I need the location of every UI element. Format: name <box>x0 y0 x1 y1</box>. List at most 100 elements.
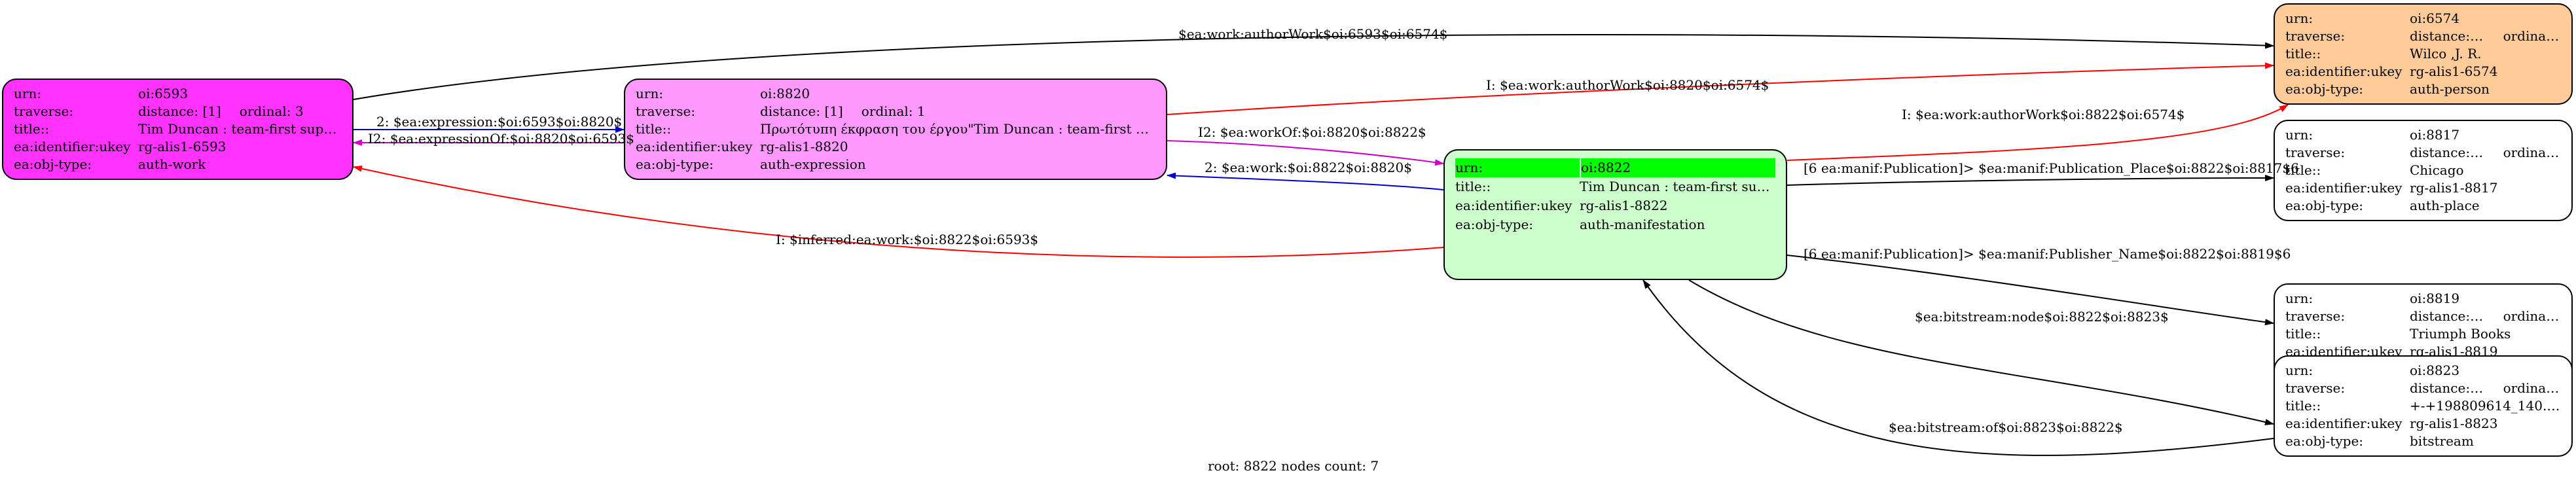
edge-8822-to-6574 <box>1787 104 2289 161</box>
field-label-title: title:: <box>2285 398 2321 414</box>
edge-label-expression-6593-8820: 2: $ea:expression:$oi:6593$oi:8820$ <box>376 114 623 130</box>
node-traverse: distance: [1] <box>760 103 843 119</box>
node-objtype: auth-person <box>2410 81 2490 97</box>
node-traverse: distance: [1] <box>2410 145 2485 160</box>
edge-8822-to-8817 <box>1787 175 2274 186</box>
field-label-objtype: ea:obj-type: <box>1455 217 1534 232</box>
edge-label-publisher-name: [6 ea:manif:Publication]> $ea:manif:Publ… <box>1804 246 2291 262</box>
field-label-traverse: traverse: <box>2285 28 2346 44</box>
node-title: +-+198809614_140.jpeg <box>2410 398 2561 414</box>
field-label-ukey: ea:identifier:ukey <box>2285 416 2403 431</box>
edge-label-authorwork-8820-6574: I: $ea:work:authorWork$oi:8820$oi:6574$ <box>1486 77 1769 93</box>
node-title: Tim Duncan : team-first superstar <box>138 121 342 137</box>
field-label-traverse: traverse: <box>2285 308 2346 324</box>
node-traverse: distance: [1] <box>138 103 221 119</box>
field-label-title: title:: <box>2285 46 2321 62</box>
node-urn: oi:8820 <box>760 86 810 101</box>
field-label-traverse: traverse: <box>14 103 74 119</box>
node-urn: oi:8817 <box>2410 127 2460 143</box>
node-ordinal: ordinal: 2 <box>2503 380 2561 396</box>
node-urn: oi:8823 <box>2410 363 2460 378</box>
node-ukey: rg-alis1-8820 <box>760 139 848 154</box>
node-title: Wilco ,J. R. <box>2410 46 2482 62</box>
edge-8822-to-8819 <box>1787 255 2274 326</box>
node-objtype: auth-work <box>138 156 206 172</box>
node-title: Tim Duncan : team-first superstar <box>1580 179 1775 194</box>
field-label-objtype: ea:obj-type: <box>2285 198 2364 213</box>
field-label-traverse: traverse: <box>2285 380 2346 396</box>
field-label-title: title:: <box>636 121 672 137</box>
field-label-objtype: ea:obj-type: <box>2285 81 2364 97</box>
node-ukey: rg-alis1-8822 <box>1580 198 1668 213</box>
node-oi-6593[interactable]: urn: oi:6593 traverse: distance: [1] ordina… <box>2 79 354 180</box>
node-objtype: bitstream <box>2410 433 2474 449</box>
node-urn: oi:8822 <box>1581 158 1775 177</box>
node-oi-8817[interactable]: urn: oi:8817 traverse: distance: [1] ordina… <box>2274 120 2573 221</box>
field-label-objtype: ea:obj-type: <box>2285 433 2364 449</box>
node-ordinal: ordinal: 4 <box>2503 28 2561 44</box>
edge-8820-to-6574 <box>1167 62 2274 115</box>
node-ukey: rg-alis1-6593 <box>138 139 227 154</box>
field-label-objtype: ea:obj-type: <box>636 156 714 172</box>
field-label-ukey: ea:identifier:ukey <box>2285 63 2403 79</box>
edge-8820-to-8822 <box>1167 140 1444 166</box>
field-label-urn: urn: <box>2285 291 2313 306</box>
field-label-urn: urn: <box>1455 158 1581 177</box>
edge-8823-to-8822 <box>1642 279 2274 456</box>
node-urn: oi:8819 <box>2410 291 2460 306</box>
field-label-traverse: traverse: <box>2285 145 2346 160</box>
edge-label-inferred-8822-6593: I: $inferred:ea:work:$oi:8822$oi:6593$ <box>776 232 1039 247</box>
field-label-objtype: ea:obj-type: <box>14 156 92 172</box>
field-label-title: title:: <box>2285 326 2321 342</box>
field-label-ukey: ea:identifier:ukey <box>1455 198 1572 213</box>
field-label-urn: urn: <box>2285 10 2313 26</box>
edge-label-bitstream-node: $ea:bitstream:node$oi:8822$oi:8823$ <box>1915 309 2169 325</box>
node-urn: oi:6593 <box>138 86 189 101</box>
edge-label-bitstream-of: $ea:bitstream:of$oi:8823$oi:8822$ <box>1889 419 2123 435</box>
field-label-title: title:: <box>2285 162 2321 178</box>
field-label-traverse: traverse: <box>636 103 696 119</box>
node-ukey: rg-alis1-8817 <box>2410 180 2498 196</box>
field-label-urn: urn: <box>636 86 664 101</box>
node-traverse: distance: [1] <box>2410 28 2485 44</box>
node-objtype: auth-manifestation <box>1580 217 1705 232</box>
edge-8822-to-6593 <box>353 165 1444 258</box>
node-oi-8820[interactable]: urn: oi:8820 traverse: distance: [1] ordina… <box>624 79 1167 180</box>
node-title: Triumph Books <box>2410 326 2511 342</box>
node-ukey: rg-alis1-6574 <box>2410 63 2498 79</box>
edge-label-expressionof-8820-6593: I2: $ea:expressionOf:$oi:8820$oi:6593$ <box>368 131 634 147</box>
edge-label-authorwork-6593-6574: $ea:work:authorWork$oi:6593$oi:6574$ <box>1178 26 1448 42</box>
node-title: Chicago <box>2410 162 2464 178</box>
node-ordinal: ordinal: 3 <box>239 103 304 119</box>
field-label-ukey: ea:identifier:ukey <box>2285 180 2403 196</box>
graph-footer-root-count: root: 8822 nodes count: 7 <box>1208 458 1379 474</box>
edge-8822-to-8820 <box>1167 172 1444 190</box>
node-ukey: rg-alis1-8823 <box>2410 416 2498 431</box>
edge-label-work-8822-8820: 2: $ea:work:$oi:8822$oi:8820$ <box>1205 160 1412 175</box>
field-label-urn: urn: <box>2285 363 2313 378</box>
edge-label-authorwork-8822-6574: I: $ea:work:authorWork$oi:8822$oi:6574$ <box>1902 107 2185 122</box>
field-label-ukey: ea:identifier:ukey <box>636 139 753 154</box>
node-objtype: auth-expression <box>760 156 866 172</box>
node-oi-6574[interactable]: urn: oi:6574 traverse: distance: [1] ordina… <box>2274 3 2573 105</box>
node-ordinal: ordinal: 5 <box>2503 145 2561 160</box>
field-label-title: title:: <box>14 121 50 137</box>
node-title: Πρωτότυπη έκφραση του έργου"Tim Duncan :… <box>760 121 1153 137</box>
node-oi-8823[interactable]: urn: oi:8823 traverse: distance: [1] ordina… <box>2274 355 2573 457</box>
node-ordinal: ordinal: 6 <box>2503 308 2561 324</box>
field-label-ukey: ea:identifier:ukey <box>14 139 131 154</box>
field-label-urn: urn: <box>14 86 42 101</box>
node-objtype: auth-place <box>2410 198 2480 213</box>
edge-label-publication-place: [6 ea:manif:Publication]> $ea:manif:Publ… <box>1804 160 2299 176</box>
field-label-urn: urn: <box>2285 127 2313 143</box>
edge-6593-to-6574 <box>353 34 2274 100</box>
node-oi-8822-root[interactable]: urn:oi:8822 title::Tim Duncan : team-fir… <box>1443 149 1787 280</box>
edge-8822-to-8823 <box>1688 279 2274 425</box>
field-label-title: title:: <box>1455 179 1491 194</box>
edge-label-workof-8820-8822: I2: $ea:workOf:$oi:8820$oi:8822$ <box>1198 124 1426 140</box>
node-urn: oi:6574 <box>2410 10 2460 26</box>
node-ordinal: ordinal: 1 <box>861 103 926 119</box>
node-traverse: distance: [1] <box>2410 380 2485 396</box>
node-traverse: distance: [1] <box>2410 308 2485 324</box>
